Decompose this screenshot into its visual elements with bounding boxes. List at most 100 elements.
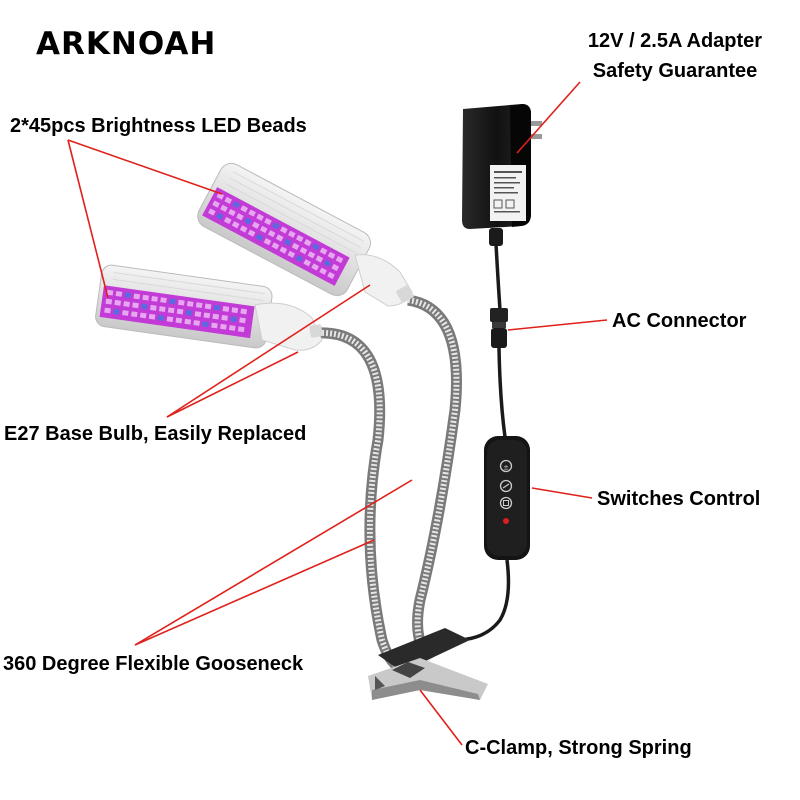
led-bead — [311, 263, 319, 271]
led-bead — [160, 297, 167, 304]
switch-timer-icon — [499, 459, 513, 473]
cable-lower — [454, 559, 511, 642]
led-bead — [151, 296, 158, 302]
callout-switches: Switches Control — [597, 488, 761, 510]
led-bead — [240, 308, 248, 315]
led-beads-lower — [104, 289, 248, 333]
led-bead — [184, 318, 192, 325]
led-bead — [150, 304, 157, 311]
led-bead — [158, 306, 166, 312]
leader-led-lower — [67, 139, 109, 299]
led-bead — [220, 204, 228, 212]
ac-connector — [490, 308, 508, 348]
led-bead — [239, 317, 246, 324]
led-bead — [248, 209, 256, 217]
led-bead — [228, 325, 236, 331]
svg-text:±: ± — [503, 464, 509, 472]
led-bead — [256, 213, 264, 221]
gooseneck-lower-shine — [317, 329, 404, 671]
led-bead — [295, 254, 304, 263]
led-bead — [267, 230, 276, 238]
led-bead — [244, 217, 252, 225]
callout-gooseneck: 360 Degree Flexible Gooseneck — [3, 653, 304, 675]
led-bead — [231, 307, 239, 314]
led-bead — [115, 291, 123, 297]
led-bead — [220, 323, 227, 330]
led-panel-upper — [202, 187, 350, 286]
led-bead — [105, 298, 113, 305]
led-bead — [203, 312, 211, 319]
led-bead — [263, 238, 272, 246]
led-bead — [236, 213, 244, 221]
inline-switch-control: ± — [484, 436, 530, 560]
callout-adapter-line1: 12V / 2.5A Adapter — [587, 30, 763, 52]
led-bead — [291, 242, 300, 250]
led-bead — [215, 212, 224, 220]
led-bead — [124, 292, 132, 299]
led-bead — [272, 222, 280, 230]
led-bead — [139, 312, 147, 319]
led-bead — [123, 301, 130, 307]
callout-e27-base: E27 Base Bulb, Easily Replaced — [4, 423, 307, 445]
leader-adapter — [516, 81, 581, 154]
led-bead — [299, 246, 308, 255]
power-adapter — [462, 104, 542, 246]
callout-adapter-line2: Safety Guarantee — [592, 60, 758, 82]
led-bead — [222, 306, 230, 312]
led-bead — [142, 294, 150, 301]
led-bead — [279, 246, 288, 254]
bulb-base-upper — [354, 254, 414, 307]
led-bead — [228, 208, 236, 217]
led-bead — [148, 313, 156, 320]
callout-clamp: C-Clamp, Strong Spring — [465, 737, 692, 759]
led-bead — [212, 200, 220, 208]
led-bead — [224, 196, 233, 205]
led-bead — [323, 259, 332, 267]
gooseneck-upper-shine — [407, 297, 460, 663]
led-bead — [122, 310, 129, 316]
led-bead — [185, 309, 193, 316]
led-beads-upper — [208, 192, 344, 280]
led-bead — [176, 308, 184, 315]
led-bead — [303, 239, 312, 247]
gooseneck-upper — [406, 294, 462, 664]
leader-lines — [67, 81, 608, 746]
led-bead — [283, 238, 292, 246]
leader-e27-upper — [166, 284, 371, 418]
led-bead — [240, 205, 248, 213]
led-bead — [255, 233, 264, 242]
led-bead — [178, 299, 185, 306]
led-bead — [315, 255, 324, 263]
led-bead — [319, 247, 328, 255]
led-bead — [221, 314, 228, 321]
led-bead — [202, 321, 209, 328]
led-bead — [157, 315, 165, 321]
led-bead — [195, 302, 203, 309]
cable-middle — [497, 347, 507, 438]
led-bead — [247, 229, 256, 237]
switch-mode-icon — [499, 479, 513, 493]
led-bead — [208, 208, 216, 216]
led-bead — [194, 311, 202, 317]
led-bead — [213, 304, 221, 311]
led-bead — [114, 299, 122, 306]
callout-ac-connector: AC Connector — [612, 310, 747, 332]
led-bead — [327, 271, 335, 280]
led-bead — [186, 301, 194, 307]
led-bead — [175, 317, 183, 324]
lamp-head-upper — [197, 162, 371, 297]
led-bead — [133, 293, 141, 300]
led-bead — [271, 242, 280, 250]
cable-upper — [494, 243, 502, 311]
led-bead — [223, 216, 232, 225]
led-bead — [167, 307, 175, 314]
led-bead — [280, 226, 288, 234]
brand-logo: ARKNOAH — [36, 26, 217, 62]
c-clamp — [368, 628, 488, 700]
led-bead — [212, 313, 220, 320]
led-bead — [132, 302, 139, 309]
led-bead — [319, 267, 327, 275]
led-bead — [113, 308, 120, 315]
leader-e27-lower — [166, 351, 299, 418]
led-bead — [331, 263, 340, 272]
